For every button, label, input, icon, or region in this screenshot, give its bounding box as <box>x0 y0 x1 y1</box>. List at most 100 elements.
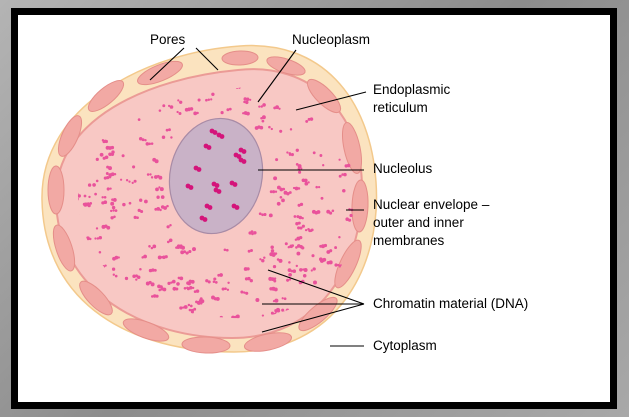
chromatin-dot <box>343 173 347 177</box>
chromatin-dot <box>165 255 168 258</box>
chromatin-dot <box>262 103 266 107</box>
chromatin-dot <box>132 165 135 168</box>
chromatin-dot <box>271 249 274 252</box>
chromatin-dot <box>103 200 107 204</box>
chromatin-dot <box>151 176 153 178</box>
chromatin-dot <box>136 216 139 219</box>
chromatin-dot <box>155 188 159 192</box>
chromatin-dot <box>120 179 122 181</box>
chromatin-dot <box>245 101 248 104</box>
chromatin-dot <box>282 188 285 191</box>
chromatin-dot <box>169 224 171 226</box>
chromatin-dot <box>100 153 104 157</box>
chromatin-dot <box>296 265 298 267</box>
chromatin-dot <box>151 142 154 145</box>
chromatin-dot <box>262 115 266 119</box>
chromatin-dot <box>294 215 297 218</box>
chromatin-dot <box>272 252 276 256</box>
nucleolus-chromatin-dot <box>203 217 208 222</box>
label-chromatin: Chromatin material (DNA) <box>373 296 528 311</box>
nucleolus-chromatin-dot <box>213 130 218 135</box>
chromatin-dot <box>112 268 115 271</box>
chromatin-dot <box>159 109 162 112</box>
chromatin-dot <box>99 236 102 239</box>
chromatin-dot <box>302 225 305 228</box>
chromatin-dot <box>161 195 165 199</box>
chromatin-dot <box>280 196 283 199</box>
chromatin-dot <box>177 99 179 101</box>
chromatin-dot <box>298 171 301 174</box>
chromatin-dot <box>104 264 106 266</box>
chromatin-dot <box>208 99 210 101</box>
chromatin-dot <box>188 250 191 253</box>
chromatin-dot <box>175 287 178 290</box>
chromatin-dot <box>211 93 214 96</box>
chromatin-dot <box>278 108 280 110</box>
chromatin-dot <box>94 237 96 239</box>
chromatin-dot <box>86 202 90 206</box>
chromatin-dot <box>148 143 151 146</box>
chromatin-dot <box>304 268 308 272</box>
label-nucleoplasm: Nucleoplasm <box>292 32 370 47</box>
chromatin-dot <box>162 135 165 138</box>
chromatin-dot <box>162 104 165 107</box>
chromatin-dot <box>216 297 220 301</box>
chromatin-dot <box>192 287 194 289</box>
chromatin-dot <box>338 159 340 161</box>
chromatin-dot <box>152 245 156 249</box>
chromatin-dot <box>155 159 159 163</box>
chromatin-dot <box>128 180 130 182</box>
chromatin-dot <box>296 149 299 152</box>
chromatin-dot <box>192 247 196 251</box>
chromatin-dot <box>109 187 111 189</box>
chromatin-dot <box>290 128 292 130</box>
chromatin-dot <box>273 265 276 268</box>
chromatin-dot <box>156 295 159 298</box>
chromatin-dot <box>114 173 116 175</box>
chromatin-dot <box>113 198 117 202</box>
chromatin-dot <box>262 120 265 123</box>
chromatin-dot <box>179 112 182 115</box>
chromatin-dot <box>253 231 256 234</box>
chromatin-dot <box>112 206 115 209</box>
chromatin-dot <box>113 216 116 219</box>
chromatin-dot <box>125 277 128 280</box>
chromatin-dot <box>329 212 332 215</box>
chromatin-dot <box>158 176 162 180</box>
chromatin-dot <box>305 120 308 123</box>
chromatin-dot <box>222 287 225 290</box>
chromatin-dot <box>169 239 173 243</box>
chromatin-dot <box>137 276 141 280</box>
chromatin-dot <box>122 154 125 157</box>
chromatin-dot <box>191 280 195 284</box>
chromatin-dot <box>181 246 185 250</box>
chromatin-dot <box>321 197 324 200</box>
chromatin-dot <box>263 256 265 258</box>
chromatin-dot <box>110 210 112 212</box>
chromatin-dot <box>89 202 92 205</box>
chromatin-dot <box>143 255 147 259</box>
chromatin-dot <box>151 282 155 286</box>
chromatin-dot <box>148 245 151 248</box>
chromatin-dot <box>89 238 91 240</box>
chromatin-dot <box>186 252 189 255</box>
chromatin-dot <box>78 194 81 197</box>
chromatin-dot <box>139 199 142 202</box>
chromatin-dot <box>274 287 278 291</box>
chromatin-dot <box>160 187 164 191</box>
chromatin-dot <box>176 282 180 286</box>
chromatin-dot <box>196 289 200 293</box>
chromatin-dot <box>170 136 172 138</box>
chromatin-dot <box>338 236 340 238</box>
label-reticulum: reticulum <box>373 100 428 115</box>
chromatin-dot <box>276 308 280 312</box>
chromatin-dot <box>227 282 229 284</box>
chromatin-dot <box>334 246 337 249</box>
chromatin-dot <box>310 117 313 120</box>
nucleolus-chromatin-dot <box>242 149 247 154</box>
nucleolus-chromatin-dot <box>207 145 212 150</box>
chromatin-dot <box>149 173 151 175</box>
chromatin-dot <box>271 128 273 130</box>
chromatin-dot <box>115 275 118 278</box>
